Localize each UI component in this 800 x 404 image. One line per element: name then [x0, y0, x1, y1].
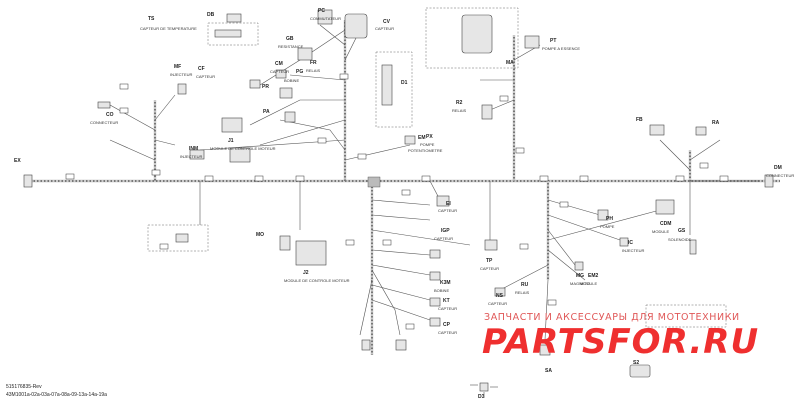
connector-label: CAPTEUR [438, 306, 457, 311]
connector-label: RELAIS [306, 68, 321, 73]
connector-codes: TS DB PC CV GB CM PG FR PR PA MF CO CF E… [14, 8, 782, 400]
connector-label: MODULE [652, 229, 669, 234]
connector-code: GS [678, 228, 686, 234]
connector-code: RA [712, 120, 720, 126]
connector-code: D3 [478, 394, 485, 400]
connector-code: PH [606, 216, 613, 222]
connector-code: K3M [440, 280, 451, 286]
connector-label: CONNECTEUR [766, 173, 794, 178]
connector-code: CV [383, 19, 391, 25]
connector-code: CF [198, 66, 205, 72]
connector-code: PT [550, 38, 556, 44]
connector-label: CAPTEUR [196, 74, 215, 79]
connector-code: TP [486, 258, 493, 264]
connector-code: S2 [633, 360, 639, 366]
connector-label: COMMUTATEUR [310, 16, 341, 21]
connector-code: NS [496, 293, 504, 299]
connector-code: PG [296, 69, 303, 75]
connector-code: CO [106, 112, 114, 118]
connector-label: CAPTEUR [434, 236, 453, 241]
connector-code: TS [148, 16, 155, 22]
footer-part-number: 515176835-Rev [6, 384, 42, 390]
connector-label: POMPE [420, 142, 435, 147]
connector-code: FR [310, 60, 317, 66]
connector-code: R2 [456, 100, 463, 106]
connector-code: SA [545, 368, 552, 374]
connector-label: INJECTEUR [170, 72, 193, 77]
connector-label: CAPTEUR DE TEMPERATURE [140, 26, 197, 31]
connector-code: IC [628, 240, 633, 246]
connector-code: MA [506, 60, 514, 66]
connector-code: CM [275, 61, 283, 67]
connector-label: INJECTEUR [622, 248, 645, 253]
connector-code: DM [774, 165, 782, 171]
connector-label: RESISTANCE [278, 44, 304, 49]
watermark-tagline: ЗАПЧАСТИ И АКСЕССУАРЫ ДЛЯ МОТОТЕХНИКИ [484, 312, 740, 323]
connector-label: CAPTEUR [488, 301, 507, 306]
connector-label: MAGNETO [570, 281, 590, 286]
footer-model-codes: 43M1001a-02a-03a-07a-08a-09-13a-14a-19a [6, 392, 107, 398]
connector-code: IGP [441, 228, 450, 234]
connector-code: PR [262, 84, 269, 90]
connector-code: EX [14, 158, 21, 164]
connector-label: POMPE [600, 224, 615, 229]
connector-code: D1 [401, 80, 408, 86]
connector-code: CDM [660, 221, 671, 227]
connector-label: BOBINE [284, 78, 299, 83]
connector-label: CAPTEUR [270, 69, 289, 74]
connector-code: MG [576, 273, 584, 279]
connector-code: CP [443, 322, 451, 328]
connector-label: RELAIS [515, 290, 530, 295]
connector-label: POTENTIOMETRE [408, 148, 443, 153]
connector-label: MODULE DE CONTROLE MOTEUR [210, 146, 276, 151]
connector-code: PA [263, 109, 270, 115]
connector-glyphs [23, 9, 774, 392]
connector-labels: CAPTEUR DE TEMPERATURE COMMUTATEUR CAPTE… [90, 16, 794, 335]
connector-label: CAPTEUR [375, 26, 394, 31]
splice-tags [65, 73, 729, 330]
connector-label: CAPTEUR [480, 266, 499, 271]
connector-label: MODULE [580, 281, 597, 286]
connector-label: RELAIS [452, 108, 467, 113]
connector-label: MODULE DE CONTROLE MOTEUR [284, 278, 350, 283]
connector-code: INM [189, 146, 198, 152]
main-harness-trunk [28, 20, 780, 355]
connector-code: J1 [228, 138, 234, 144]
connector-code: FB [636, 117, 643, 123]
connector-code: KT [443, 298, 450, 304]
connector-label: POMPE A ESSENCE [542, 46, 580, 51]
connector-code: J2 [303, 270, 309, 276]
connector-code: EM [418, 135, 426, 141]
connector-code: GB [286, 36, 294, 42]
connector-label: BOBINE [434, 288, 449, 293]
watermark-brand: PARTSFOR.RU [482, 322, 760, 362]
connector-code: EM2 [588, 273, 599, 279]
connector-code: DB [207, 12, 215, 18]
connector-code: PX [426, 134, 433, 140]
connector-code: RU [521, 282, 529, 288]
connector-code: PC [318, 8, 325, 14]
connector-code: MO [256, 232, 264, 238]
connector-code: EI [446, 201, 451, 207]
connector-label: CONNECTEUR [90, 120, 118, 125]
bottom-legend [470, 384, 498, 398]
connector-label: INJECTEUR [180, 154, 203, 159]
connector-label: SOLENOIDE [668, 237, 692, 242]
connector-label: CAPTEUR [438, 208, 457, 213]
connector-label: CAPTEUR [438, 330, 457, 335]
connector-code: MF [174, 64, 181, 70]
